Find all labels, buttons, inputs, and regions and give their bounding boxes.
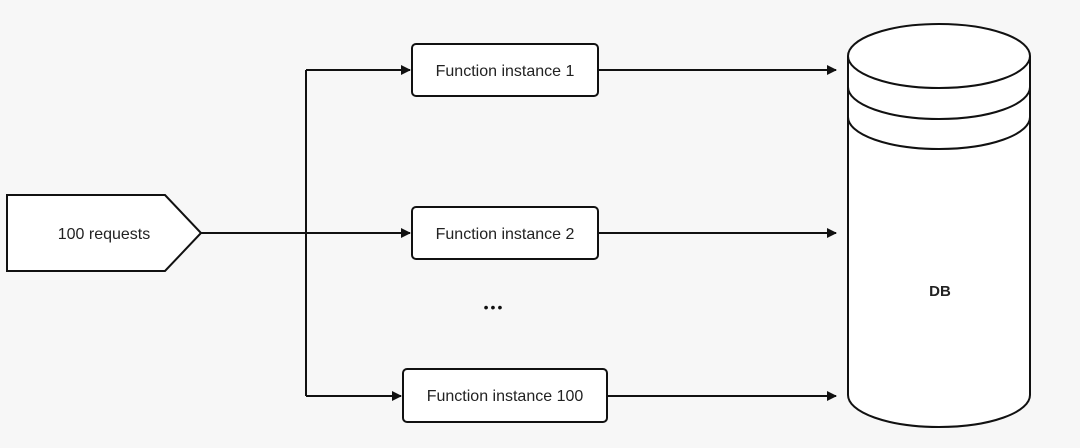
source-node: 100 requests [6,194,203,272]
db-body [847,56,1031,428]
function-instance-1: Function instance 1 [411,43,599,97]
source-label: 100 requests [58,226,151,243]
instance-1-box [411,43,599,97]
database-cylinder: DB [847,23,1031,428]
function-instance-100: Function instance 100 [402,368,608,423]
instance-100-box [402,368,608,423]
instance-2-label: Function instance 2 [436,226,575,243]
connectors [201,65,837,401]
db-top-ellipse [847,23,1031,89]
db-label: DB [929,283,951,300]
function-instance-2: Function instance 2 [411,206,599,260]
instance-2-box [411,206,599,260]
instance-1-label: Function instance 1 [436,63,575,80]
source-pentagon-shape [6,194,203,272]
db-ring-1 [847,86,1031,120]
ellipsis: ••• [484,299,505,315]
db-ring-2 [847,116,1031,150]
instance-100-label: Function instance 100 [427,388,584,405]
